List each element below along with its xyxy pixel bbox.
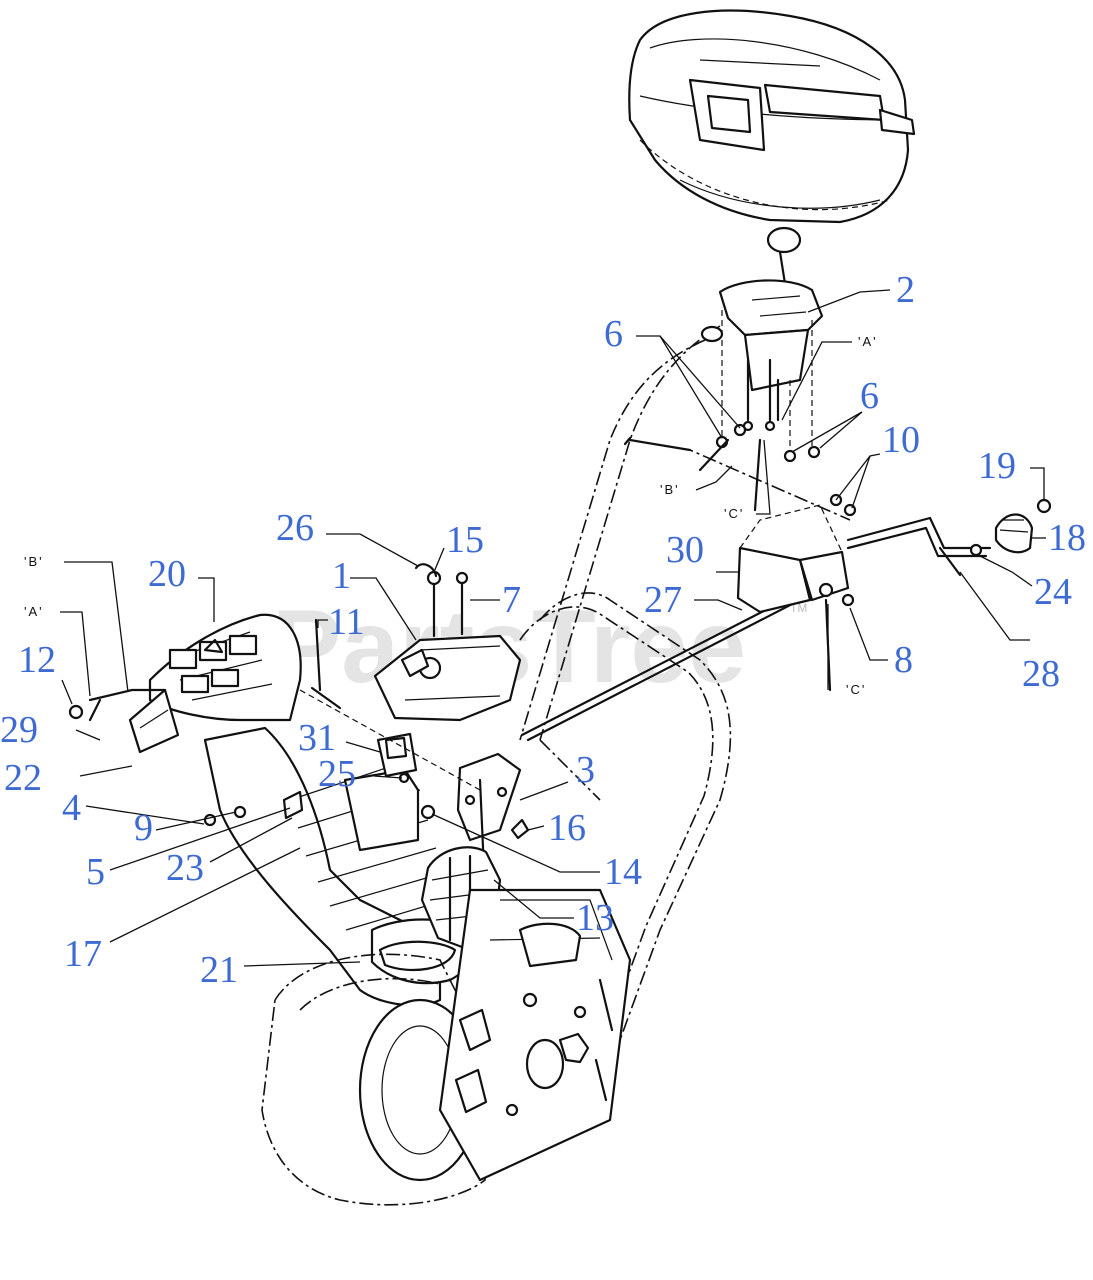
callout-leaders <box>60 289 1046 967</box>
callout-9: 9 <box>134 807 153 849</box>
callout-12: 12 <box>18 639 56 681</box>
callout-13: 13 <box>576 897 614 939</box>
callout-22: 22 <box>4 757 42 799</box>
callout-19: 19 <box>978 445 1016 487</box>
crank-knob <box>829 493 1052 607</box>
callout-6-left: 6 <box>604 313 623 355</box>
callout-26: 26 <box>276 507 314 549</box>
callout-14: 14 <box>604 851 642 893</box>
callout-29: 29 <box>0 709 38 751</box>
ref-c-top: 'C' <box>724 506 744 521</box>
reference-letters: 'A' 'B' 'C' 'C' 'B' 'A' <box>24 334 878 697</box>
control-box <box>373 563 522 722</box>
upper-handle <box>519 325 724 801</box>
callout-5: 5 <box>86 851 105 893</box>
callout-28: 28 <box>1022 653 1060 695</box>
shift-console <box>718 226 824 432</box>
dash-panel-cover <box>628 9 916 224</box>
callout-7: 7 <box>502 579 521 621</box>
callout-24: 24 <box>1034 571 1072 613</box>
callout-4: 4 <box>62 787 81 829</box>
callout-18: 18 <box>1048 517 1086 559</box>
callout-21: 21 <box>200 949 238 991</box>
callout-2: 2 <box>896 269 915 311</box>
chute-housing <box>148 613 302 722</box>
callout-31: 31 <box>298 717 336 759</box>
auger-housing <box>261 888 632 1206</box>
ref-a-left: 'A' <box>24 604 44 619</box>
callout-10: 10 <box>882 419 920 461</box>
callout-8: 8 <box>894 639 913 681</box>
callout-17: 17 <box>64 933 102 975</box>
deflector-bracket <box>68 688 304 827</box>
cables <box>628 438 832 692</box>
ref-a-top: 'A' <box>858 334 878 349</box>
callout-numbers: 2 6 6 10 19 18 24 28 30 27 8 26 15 7 1 1… <box>0 269 1086 991</box>
callout-25: 25 <box>318 753 356 795</box>
ref-b-left: 'B' <box>24 554 44 569</box>
ref-b-top: 'B' <box>660 482 680 497</box>
pin-and-clip <box>310 618 418 784</box>
callout-27: 27 <box>644 579 682 621</box>
chute-crank-assembly <box>520 436 992 742</box>
callout-11: 11 <box>328 601 365 643</box>
callout-16: 16 <box>548 807 586 849</box>
ref-c-mid: 'C' <box>846 682 866 697</box>
callout-15: 15 <box>446 519 484 561</box>
callout-6-right: 6 <box>860 375 879 417</box>
callout-3: 3 <box>576 749 595 791</box>
callout-20: 20 <box>148 553 186 595</box>
callout-23: 23 <box>166 847 204 889</box>
callout-1: 1 <box>332 555 351 597</box>
mounting-bracket <box>299 689 530 872</box>
callout-30: 30 <box>666 529 704 571</box>
